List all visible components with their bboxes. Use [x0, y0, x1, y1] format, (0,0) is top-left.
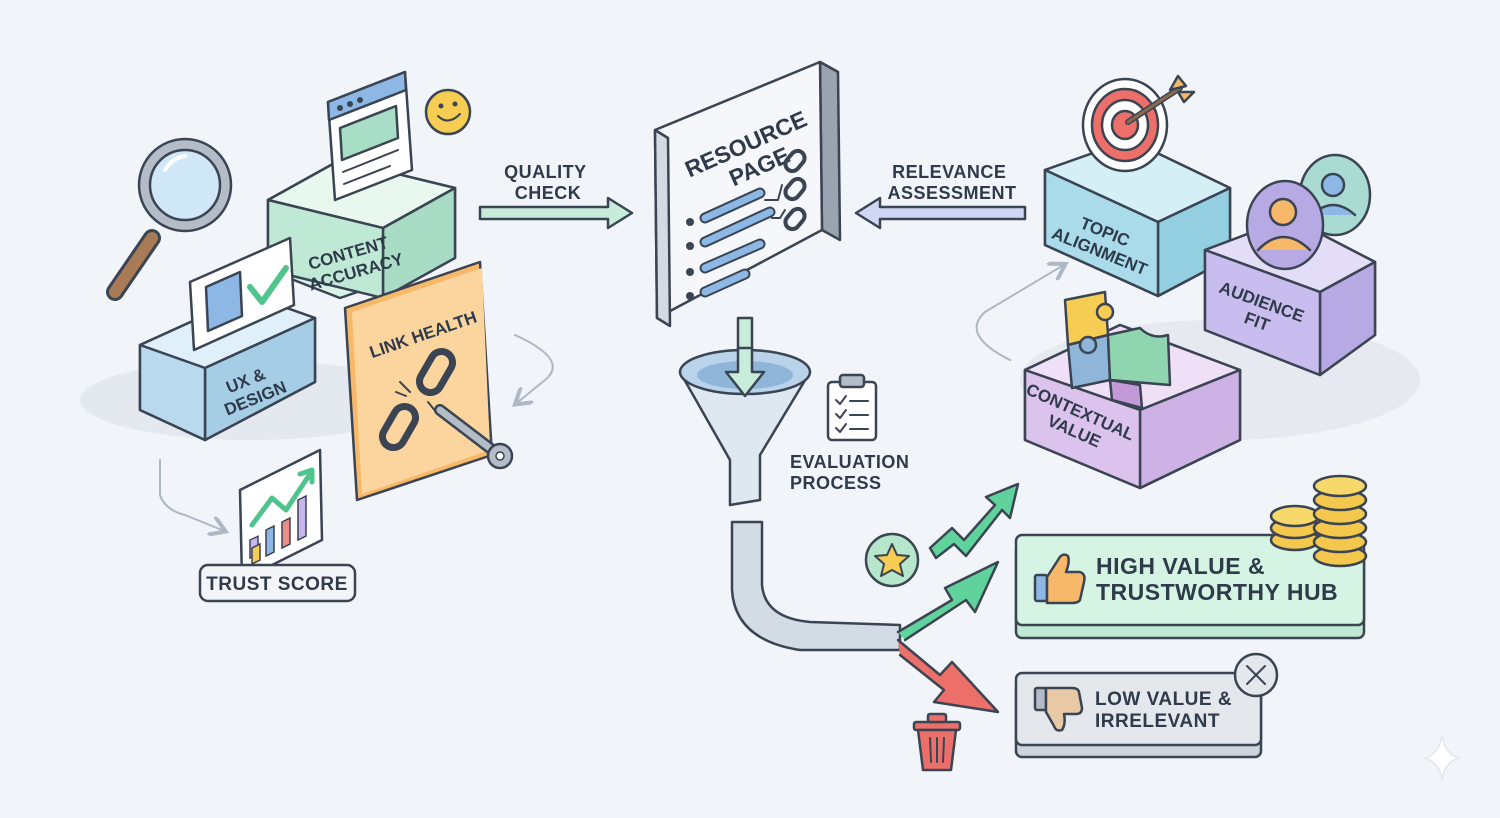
- low-value-text: LOW VALUE &: [1095, 689, 1232, 710]
- magnifying-glass-icon: [106, 137, 233, 301]
- resource-page-document: [653, 60, 842, 328]
- trust-score-chart-icon: [238, 448, 324, 582]
- trust-score-label: TRUST SCORE: [206, 574, 348, 595]
- user-avatar-icon: [1245, 179, 1325, 271]
- checkmark-card-icon: [188, 236, 296, 352]
- relevance-assessment-text-line-2: ASSESSMENT: [887, 183, 1016, 203]
- chain-link-icon: [764, 148, 807, 232]
- smiley-face-icon: [424, 88, 472, 136]
- high-value-outcome-box: [1014, 533, 1366, 640]
- quality-check-arrow: [478, 196, 634, 230]
- flow-arrow: [975, 266, 1062, 361]
- relevance-assessment-label: RELEVANCE ASSESSMENT: [887, 162, 1016, 203]
- evaluation-process-text: EVALUATION: [790, 452, 909, 472]
- wrench-icon: [434, 404, 514, 470]
- relevance-assessment-arrow: [854, 196, 1027, 230]
- high-value-label: HIGH VALUE & TRUSTWORTHY HUB: [1096, 553, 1338, 605]
- sparkle-icon: [1423, 734, 1461, 781]
- puzzle-pieces-icon: [1063, 290, 1172, 410]
- trend-up-arrow: [928, 482, 1020, 560]
- flow-arrow: [159, 459, 222, 530]
- evaluation-process-text-line-2: PROCESS: [790, 473, 882, 493]
- star-badge-icon: [864, 532, 920, 588]
- quality-check-text-line-2: CHECK: [515, 183, 582, 203]
- content-accuracy-block: [266, 158, 457, 300]
- topic-alignment-block: [1043, 138, 1232, 298]
- trust-score-badge: [198, 563, 357, 603]
- quality-check-text: QUALITY: [504, 162, 586, 182]
- thumbs-up-icon: [1033, 553, 1086, 605]
- list-lines-icon: [686, 187, 776, 300]
- trash-bin-icon: [912, 712, 962, 772]
- broken-chain-icon: [379, 347, 456, 452]
- relevance-assessment-text: RELEVANCE: [892, 162, 1006, 182]
- flow-arrow: [515, 334, 554, 402]
- quality-check-label: QUALITY CHECK: [504, 162, 592, 203]
- browser-window-icon: [326, 70, 414, 202]
- low-value-text-line-2: IRRELEVANT: [1095, 711, 1220, 732]
- high-value-arrow: [896, 560, 1000, 642]
- evaluation-process-label: EVALUATION PROCESS: [790, 452, 915, 493]
- high-value-text: HIGH VALUE &: [1096, 553, 1265, 579]
- close-icon: [1233, 652, 1279, 698]
- low-value-label: LOW VALUE & IRRELEVANT: [1095, 689, 1238, 732]
- thumbs-down-icon: [1033, 686, 1084, 732]
- high-value-text-line-2: TRUSTWORTHY HUB: [1096, 579, 1338, 605]
- target-icon: [1081, 74, 1196, 173]
- coin-stack-icon: [1269, 474, 1368, 568]
- clipboard-icon: [826, 373, 878, 442]
- low-value-arrow: [896, 638, 1000, 714]
- funnel-icon: [678, 346, 812, 507]
